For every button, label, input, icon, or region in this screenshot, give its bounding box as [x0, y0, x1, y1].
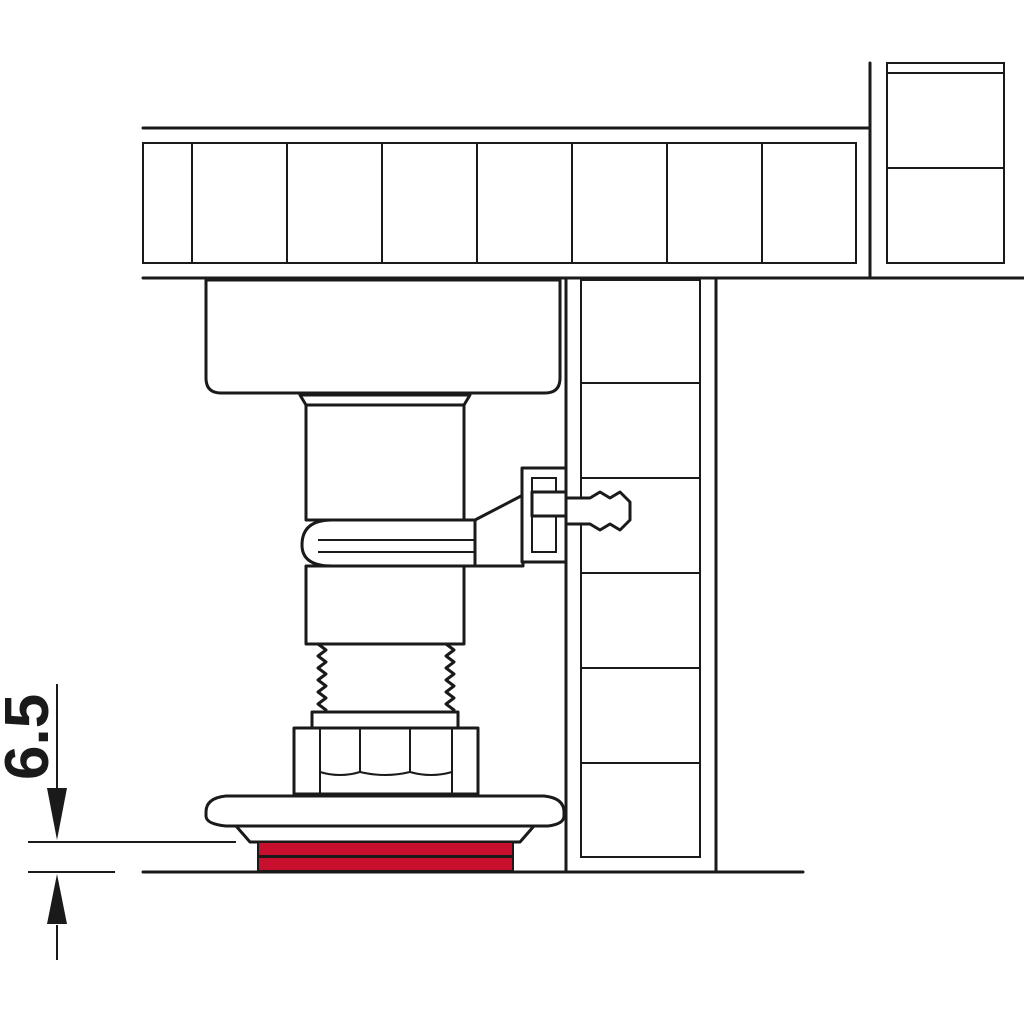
plinth-clip-holder	[300, 493, 525, 568]
leg-upper-tube	[298, 393, 472, 522]
dimension-label: 6.5	[0, 694, 62, 780]
arrow-up-icon	[47, 874, 67, 924]
foot-base	[204, 794, 566, 828]
mounting-plate	[204, 278, 562, 395]
floor-protection-pad	[257, 841, 514, 872]
cabinet-side-panel	[868, 61, 1005, 280]
leg-lower-tube	[304, 564, 466, 646]
threaded-spindle	[316, 642, 456, 712]
plinth-clip	[520, 466, 632, 564]
adjusting-nut	[292, 710, 480, 796]
arrow-down-icon	[47, 788, 67, 840]
dimension-annotation: 6.5	[0, 684, 236, 960]
cabinet-bottom-panel	[141, 126, 1024, 280]
foot-base-skirt	[234, 824, 536, 844]
plinth-panel	[564, 278, 718, 874]
